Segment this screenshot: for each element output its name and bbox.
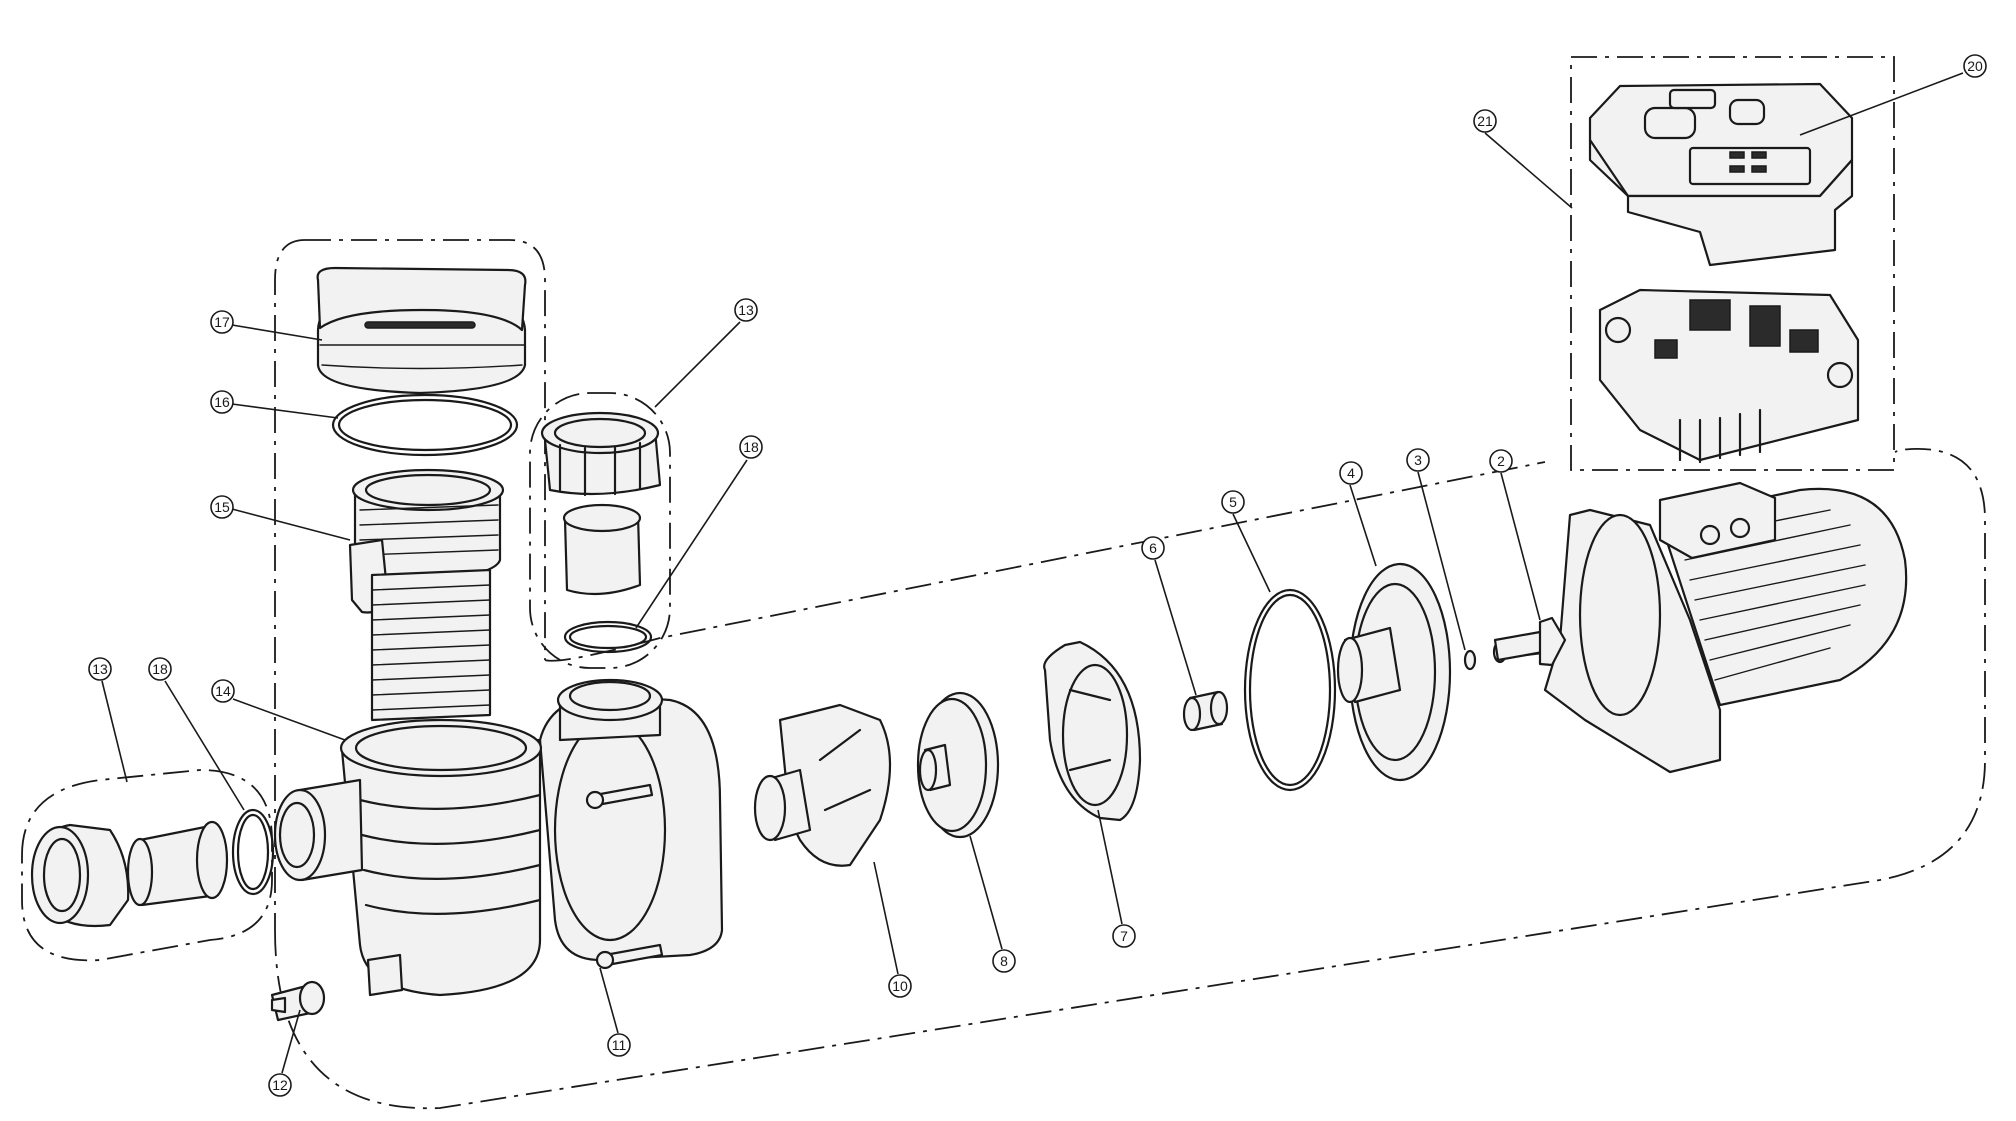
part-12-drain-plug — [270, 980, 326, 1022]
callout-8-label: 8 — [1000, 953, 1008, 969]
callout-13-right-label: 13 — [738, 302, 754, 318]
callout-18-right: 18 — [739, 435, 763, 459]
part-2-shaft-seal — [1493, 616, 1567, 667]
controller-led-1 — [1729, 151, 1745, 159]
drain-spout — [366, 953, 404, 997]
motor-terminal-box — [1658, 481, 1777, 560]
part-15-strainer-basket — [348, 468, 505, 614]
callout-7-label: 7 — [1120, 928, 1128, 944]
union-group-outline-right — [529, 392, 671, 669]
controller-assembly — [1588, 82, 1860, 464]
callout-13-left: 13 — [88, 657, 112, 681]
callout-14-label: 14 — [215, 683, 231, 699]
callout-5-label: 5 — [1229, 494, 1237, 510]
callout-6: 6 — [1141, 536, 1165, 560]
strainer-pot-ribs — [358, 793, 542, 915]
callout-4-label: 4 — [1347, 465, 1355, 481]
part-4-seal-plate — [1336, 562, 1452, 782]
controller-handle — [1668, 88, 1717, 110]
callout-3: 3 — [1406, 448, 1430, 472]
heatsink-fins — [1678, 408, 1762, 464]
part-callouts: 17 16 15 13 18 13 18 14 12 11 10 8 7 6 5… — [88, 54, 1987, 1097]
controller-led-2 — [1751, 151, 1767, 159]
callout-16: 16 — [210, 390, 234, 414]
pcb-component-3 — [1654, 339, 1678, 359]
pcb-component-4 — [1789, 329, 1819, 353]
union-assembly-right — [540, 411, 662, 654]
callout-18-left: 18 — [148, 657, 172, 681]
strainer-neck — [370, 568, 492, 722]
callout-18-left-label: 18 — [152, 661, 168, 677]
union-o-ring-left — [231, 808, 275, 896]
callout-12-label: 12 — [272, 1077, 288, 1093]
pcb-mount-right — [1826, 361, 1854, 389]
volute-chamber — [553, 718, 667, 942]
pcb-component-2 — [1749, 305, 1781, 347]
callout-20: 20 — [1963, 54, 1987, 78]
callout-17: 17 — [210, 310, 234, 334]
callout-14: 14 — [211, 679, 235, 703]
motor-face — [1578, 513, 1662, 717]
callout-17-label: 17 — [214, 314, 230, 330]
callout-11-label: 11 — [612, 1037, 627, 1053]
terminal-hole-2 — [1729, 517, 1751, 539]
callout-2: 2 — [1489, 449, 1513, 473]
controller-led-3 — [1729, 165, 1745, 173]
leader-lines — [101, 72, 1964, 1074]
group-outlines — [21, 56, 1986, 1110]
strainer-group-outline — [274, 239, 546, 930]
callout-21-label: 21 — [1477, 113, 1493, 129]
callout-18-right-label: 18 — [743, 439, 759, 455]
controller-cover-side — [1589, 139, 1854, 267]
motor — [1492, 481, 1908, 774]
union-o-ring-right — [563, 620, 653, 654]
callout-5: 5 — [1221, 490, 1245, 514]
callout-2-label: 2 — [1497, 453, 1505, 469]
controller-slot-2 — [1728, 98, 1766, 126]
callout-13-left-label: 13 — [92, 661, 108, 677]
controller-led-4 — [1751, 165, 1767, 173]
pcb-component-1 — [1689, 299, 1731, 331]
callout-13-right: 13 — [734, 298, 758, 322]
lid-handle — [316, 266, 527, 332]
strainer-pot — [340, 738, 542, 997]
pump-housing — [273, 678, 724, 997]
callout-3-label: 3 — [1414, 452, 1422, 468]
part-5-o-ring — [1243, 588, 1337, 792]
callout-16-label: 16 — [214, 394, 230, 410]
callout-10: 10 — [888, 974, 912, 998]
pump-body-group-outline — [274, 448, 1986, 1110]
callout-15: 15 — [210, 495, 234, 519]
part-17-strainer-lid — [316, 266, 527, 395]
pcb-mount-left — [1604, 316, 1632, 344]
callout-21: 21 — [1473, 109, 1497, 133]
controller-display — [1688, 146, 1812, 186]
callout-10-label: 10 — [892, 978, 908, 994]
union-assembly-left — [30, 808, 275, 928]
terminal-hole-1 — [1699, 524, 1721, 546]
union-tail-right — [563, 513, 642, 596]
callout-20-label: 20 — [1967, 58, 1983, 74]
callout-6-label: 6 — [1149, 540, 1157, 556]
part-16-lid-o-ring — [331, 393, 519, 457]
callout-7: 7 — [1112, 924, 1136, 948]
part-7-diffuser — [1043, 640, 1142, 822]
controller-group-outline — [1570, 56, 1895, 471]
part-3-small-seal — [1463, 649, 1477, 671]
part-6-mechanical-seal — [1182, 690, 1229, 732]
strainer-pot-rim — [339, 718, 543, 778]
callout-15-label: 15 — [214, 499, 230, 515]
callout-8: 8 — [992, 949, 1016, 973]
part-8-impeller — [916, 691, 1000, 839]
callout-12: 12 — [268, 1073, 292, 1097]
callout-11: 11 — [607, 1033, 631, 1057]
part-10-volute-cover — [753, 703, 892, 867]
callout-4: 4 — [1339, 461, 1363, 485]
controller-slot — [1643, 106, 1697, 140]
